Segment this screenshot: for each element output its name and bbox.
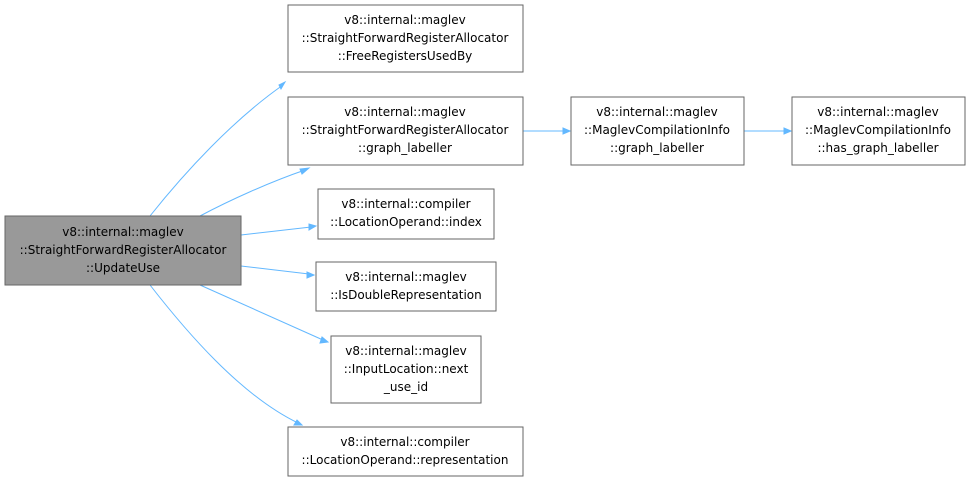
edge-root-to-free-registers-used-by (149, 80, 287, 217)
node-label-line: ::IsDoubleRepresentation (330, 288, 482, 302)
node-has-graph-labeller[interactable]: v8::internal::maglev ::MaglevCompilation… (791, 96, 966, 166)
edge-root-to-graph-labeller (199, 167, 311, 217)
node-label-line: ::LocationOperand::index (330, 215, 482, 229)
node-update-use[interactable]: v8::internal::maglev ::StraightForwardRe… (4, 215, 242, 286)
node-label-line: ::StraightForwardRegisterAllocator (20, 243, 227, 257)
node-label-line: v8::internal::maglev (345, 344, 466, 358)
node-label-line: ::MaglevCompilationInfo (584, 123, 730, 137)
node-label-line: ::LocationOperand::representation (302, 453, 509, 467)
node-graph-labeller[interactable]: v8::internal::maglev ::StraightForwardRe… (287, 96, 524, 166)
edge-root-to-representation (149, 284, 304, 426)
node-label-line: v8::internal::compiler (340, 435, 469, 449)
node-label-line: v8::internal::maglev (817, 105, 938, 119)
edge-compilation-info-to-has-graph-labeller (744, 127, 793, 135)
node-label-line: v8::internal::maglev (596, 105, 717, 119)
node-label-line: ::UpdateUse (86, 261, 160, 275)
node-label-line: v8::internal::maglev (344, 13, 465, 27)
node-free-registers-used-by[interactable]: v8::internal::maglev ::StraightForwardRe… (287, 4, 524, 73)
edge-root-to-next-use-id (199, 284, 330, 344)
node-next-use-id[interactable]: v8::internal::maglev ::InputLocation::ne… (330, 335, 482, 404)
node-label-line: v8::internal::maglev (344, 105, 465, 119)
node-location-operand-representation[interactable]: v8::internal::compiler ::LocationOperand… (287, 426, 524, 477)
node-label-line: ::graph_labeller (610, 141, 704, 155)
node-label-line: ::graph_labeller (358, 141, 452, 155)
node-is-double-representation[interactable]: v8::internal::maglev ::IsDoubleRepresent… (315, 261, 497, 312)
node-location-operand-index[interactable]: v8::internal::compiler ::LocationOperand… (317, 188, 495, 240)
node-label-line: ::StraightForwardRegisterAllocator (302, 123, 509, 137)
node-label-line: ::MaglevCompilationInfo (805, 123, 951, 137)
node-label-line: ::InputLocation::next (344, 362, 469, 376)
edge-graph-labeller-to-compilation-info (523, 127, 572, 135)
node-label-line: v8::internal::compiler (341, 197, 470, 211)
node-label-line: v8::internal::maglev (62, 225, 183, 239)
node-label-line: _use_id (383, 380, 428, 394)
node-label-line: v8::internal::maglev (345, 270, 466, 284)
node-compilation-info-graph-labeller[interactable]: v8::internal::maglev ::MaglevCompilation… (570, 96, 745, 166)
node-label-line: ::StraightForwardRegisterAllocator (302, 31, 509, 45)
edge-root-to-is-double-representation (240, 265, 316, 279)
node-label-line: ::FreeRegistersUsedBy (338, 49, 473, 63)
edge-root-to-location-operand-index (240, 223, 318, 236)
node-label-line: ::has_graph_labeller (817, 141, 938, 155)
